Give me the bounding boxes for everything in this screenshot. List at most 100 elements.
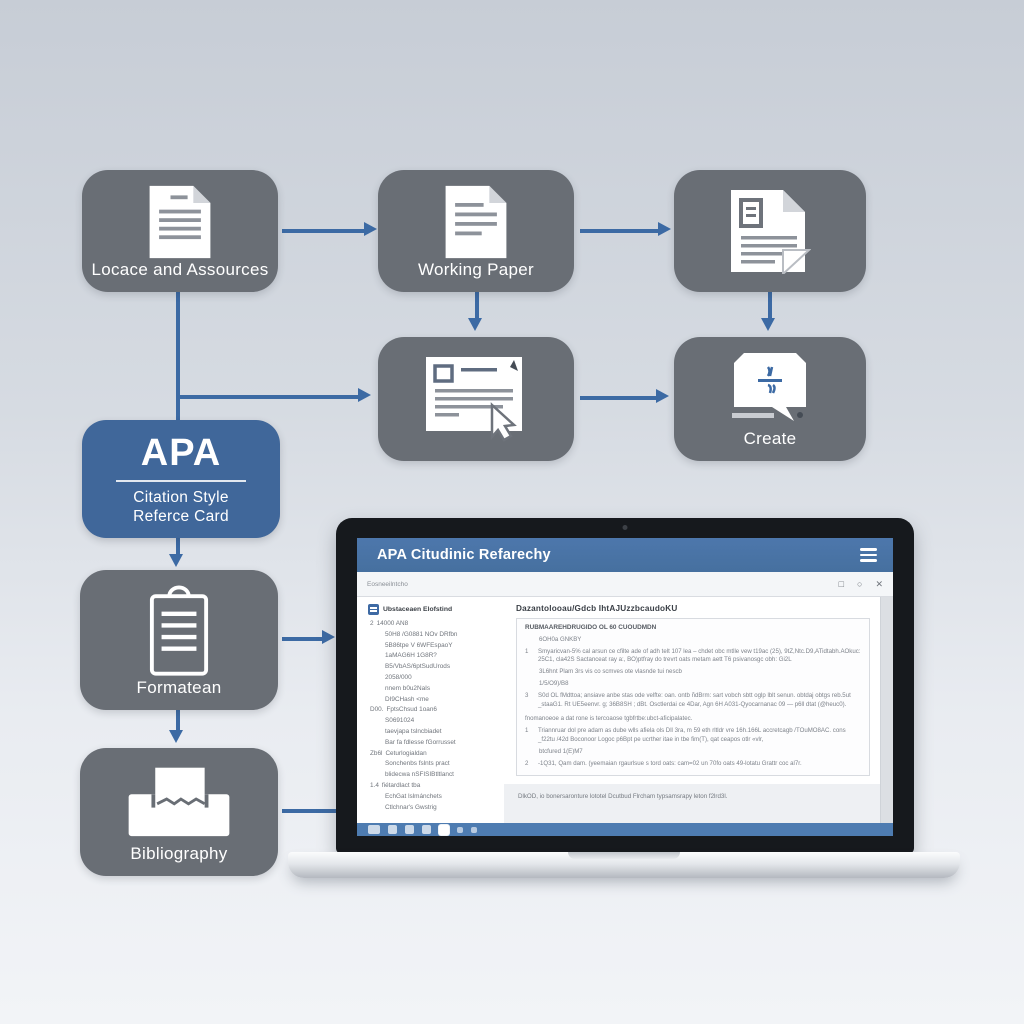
sidebar-reference-item[interactable]: blidecwa nSFISIBtltlanct — [368, 770, 500, 781]
minimize-button[interactable]: □ — [838, 578, 845, 589]
sidebar-reference-item[interactable]: 1aMAG6H 1G8R? — [368, 651, 500, 662]
document-pages-icon — [731, 190, 811, 274]
reference-text: 5B86tpe V 6WFEspaoY — [385, 641, 453, 649]
taskbar-app-icon[interactable] — [388, 825, 397, 834]
arrowhead-right-icon — [358, 388, 371, 402]
reference-text: Sonchenbs fslnts pract — [385, 760, 450, 768]
webcam-dot-icon — [622, 525, 628, 530]
reference-text: 2058/000 — [385, 673, 412, 681]
connector-pages-to-create — [768, 292, 772, 320]
laptop-base-notch — [568, 852, 680, 859]
sidebar-reference-item[interactable]: S0691024 — [368, 716, 500, 727]
connector-locate-to-apa — [176, 292, 180, 420]
taskbar-app-icon[interactable] — [422, 825, 431, 834]
book-icon — [128, 767, 230, 837]
flow-box-label: Locace and Assources — [91, 260, 269, 279]
arrowhead-down-icon — [468, 318, 482, 331]
line-text: fnomanoeoe a dat rone is tercoaose tgbfr… — [525, 715, 693, 723]
apa-card-subtitle: Citation Style — [133, 488, 229, 506]
arrowhead-right-icon — [322, 630, 335, 644]
document-line: 3L6hnt Plam 3rs vis co scmves ote vlasnd… — [525, 668, 861, 677]
line-text: S0d OL fMdttoa; ansiave anbe stas ode ve… — [538, 691, 851, 708]
window-controls: □ ○ ✕ — [838, 578, 883, 589]
line-text: Triannruar dol pre adam as dube wlls afi… — [538, 727, 846, 743]
sidebar-reference-item[interactable]: EchGat lslmánchets — [368, 792, 500, 803]
connector-working-to-pages — [580, 229, 660, 233]
connector-working-to-select — [475, 292, 479, 320]
arrowhead-down-icon — [761, 318, 775, 331]
taskbar-app-icon[interactable] — [439, 824, 449, 835]
quote-bubble-icon — [732, 353, 806, 421]
sidebar-reference-item[interactable]: D00. FptsChsud 1oan6 — [368, 705, 500, 716]
document-line: RUBMAAREHDRUGIDO OL 60 CUOUDMDN — [525, 624, 861, 633]
sidebar-reference-item[interactable]: Sonchenbs fslnts pract — [368, 759, 500, 770]
list-number: 1 — [525, 727, 529, 735]
reference-number: 1.4 — [370, 781, 379, 789]
document-line: 2 -1Q31, Qam dam. (yeemaian rgaurlsue s … — [525, 760, 861, 769]
connector-format-to-laptop — [282, 637, 324, 641]
apa-card-title: APA — [140, 431, 222, 474]
document-line: fnomanoeoe a dat rone is tercoaose tgbfr… — [525, 715, 861, 724]
scrollbar[interactable] — [880, 597, 893, 823]
taskbar-app-icon[interactable] — [471, 826, 477, 833]
restore-button[interactable]: ○ — [857, 578, 863, 589]
flow-box-label: Bibliography — [130, 844, 228, 863]
breadcrumb: Eosneeilntcho — [367, 580, 408, 588]
flow-box-label: Formatean — [136, 678, 222, 697]
document-pane: Dazantolooau/Gdcb IhtAJUzzbcaudoKU RUBMA… — [504, 597, 880, 823]
reference-text: taevjapa tslncbiadet — [385, 727, 442, 735]
document-line: btcfured 1(E)M7 — [525, 748, 861, 757]
arrowhead-down-icon — [169, 554, 183, 567]
document-footer-band: DlkOD, io bonersaronture lototel Dcutbud… — [504, 784, 880, 823]
sidebar-reference-item[interactable]: Ctlchnar's Gwstrig — [368, 803, 500, 814]
reference-text: S0691024 — [385, 717, 415, 725]
sidebar-reference-item[interactable]: taevjapa tslncbiadet — [368, 727, 500, 738]
close-button[interactable]: ✕ — [875, 578, 883, 589]
reference-text: Ctlchnar's Gwstrig — [385, 803, 437, 811]
sidebar-reference-item[interactable]: Zb6l Ceturlogialdan — [368, 749, 500, 760]
arrowhead-right-icon — [658, 222, 671, 236]
reference-number: D00. — [370, 706, 384, 714]
connector-select-to-create — [580, 396, 658, 400]
line-text: btcfured 1(E)M7 — [539, 747, 583, 755]
document-line: 1/5/O9)/B8 — [525, 680, 861, 689]
sidebar-reference-item[interactable]: DI9CHash <me — [368, 695, 500, 706]
reference-text: fiétardlact tba — [381, 781, 421, 789]
reference-text: FptsChsud 1oan6 — [386, 706, 437, 714]
sidebar-reference-item[interactable]: nnem b0u2NaIs — [368, 684, 500, 695]
arrowhead-right-icon — [656, 389, 669, 403]
references-sidebar: Ubstaceaen Elofstind 2 14000 AN8 50H8 /G… — [357, 597, 504, 823]
sidebar-reference-item[interactable]: 2058/000 — [368, 673, 500, 684]
flow-box-select-source — [378, 337, 574, 461]
arrowhead-right-icon — [364, 222, 377, 236]
list-number: 2 — [525, 759, 529, 767]
connector-format-to-bibliography — [176, 710, 180, 732]
clipboard-icon — [149, 585, 209, 676]
flow-box-label: Create — [743, 429, 797, 448]
hamburger-menu-icon[interactable] — [860, 548, 877, 562]
sidebar-reference-item[interactable]: 50H8 /G0881 NOv DRfbn — [368, 630, 500, 641]
apa-citation-style-card: APA Citation Style Referce Card — [82, 420, 280, 538]
sidebar-list: 2 14000 AN8 50H8 /G0881 NOv DRfbn 5B86tp… — [368, 619, 500, 813]
reference-text: Bar fa fdlesse fGorrusset — [385, 738, 456, 746]
laptop-base — [288, 852, 960, 878]
book-list-icon — [368, 604, 379, 615]
sidebar-reference-item[interactable]: Bar fa fdlesse fGorrusset — [368, 738, 500, 749]
taskbar-app-icon[interactable] — [457, 826, 463, 833]
document-footer-text: DlkOD, io bonersaronture lototel Dcutbud… — [518, 793, 728, 801]
sidebar-reference-item[interactable]: 1.4 fiétardlact tba — [368, 781, 500, 792]
document-line: 6OH0a GNKBY — [525, 636, 861, 645]
sidebar-reference-item[interactable]: B5/VbAS/6ptSudUrods — [368, 662, 500, 673]
reference-text: Ceturlogialdan — [385, 749, 427, 757]
taskbar-app-icon[interactable] — [368, 825, 380, 834]
sidebar-reference-item[interactable]: 5B86tpe V 6WFEspaoY — [368, 641, 500, 652]
reference-number: 2 — [370, 620, 374, 627]
reference-text: 14000 AN8 — [376, 620, 409, 627]
line-text: 1/5/O9)/B8 — [539, 679, 569, 687]
line-text: 6OH0a GNKBY — [539, 635, 582, 643]
sidebar-reference-item[interactable]: 2 14000 AN8 — [368, 619, 500, 630]
flow-box-label: Working Paper — [417, 260, 535, 279]
flow-box-format: Formatean — [80, 570, 278, 710]
document-lines: RUBMAAREHDRUGIDO OL 60 CUOUDMDN 6OH0a GN… — [525, 624, 861, 768]
taskbar-app-icon[interactable] — [405, 825, 414, 834]
